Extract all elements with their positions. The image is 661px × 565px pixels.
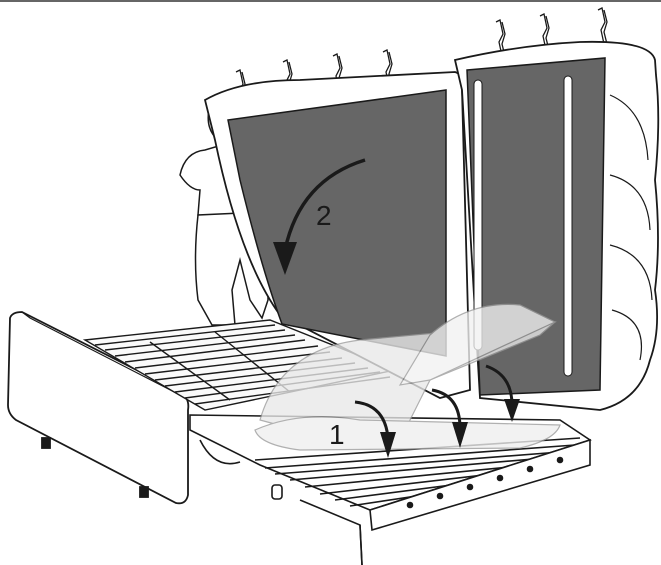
step-2-label: 2 — [316, 200, 332, 231]
step-1-label: 1 — [329, 419, 345, 450]
panel-slot-right — [564, 76, 572, 376]
